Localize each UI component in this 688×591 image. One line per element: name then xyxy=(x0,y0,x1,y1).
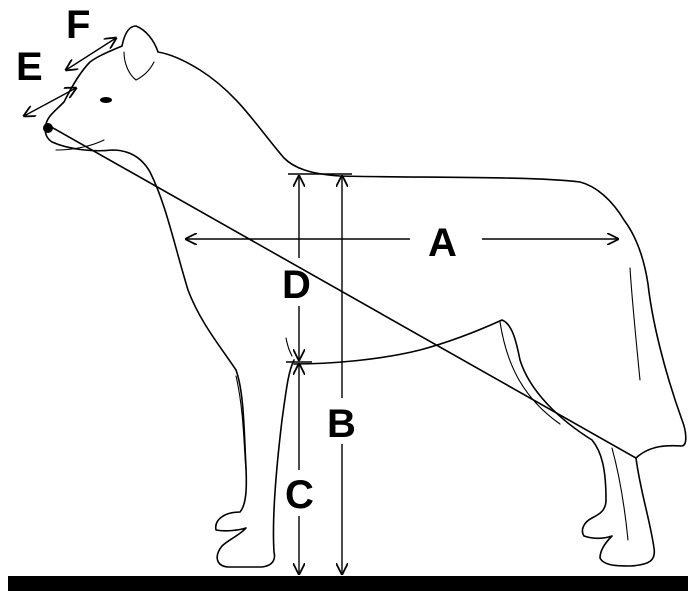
label-f: F xyxy=(66,3,90,47)
measure-b: B xyxy=(288,173,356,574)
measure-c: C xyxy=(285,364,314,574)
measure-a: A xyxy=(186,221,618,265)
measure-e: E xyxy=(16,45,76,116)
dog-outline xyxy=(43,25,687,568)
measure-d: D xyxy=(282,176,312,363)
ground-bar xyxy=(8,576,688,591)
label-e: E xyxy=(16,45,43,89)
eye xyxy=(100,97,112,103)
label-d: D xyxy=(282,263,311,307)
measure-f: F xyxy=(66,3,116,70)
nose xyxy=(43,123,53,133)
label-c: C xyxy=(285,473,314,517)
label-a: A xyxy=(428,221,457,265)
label-b: B xyxy=(327,402,356,446)
